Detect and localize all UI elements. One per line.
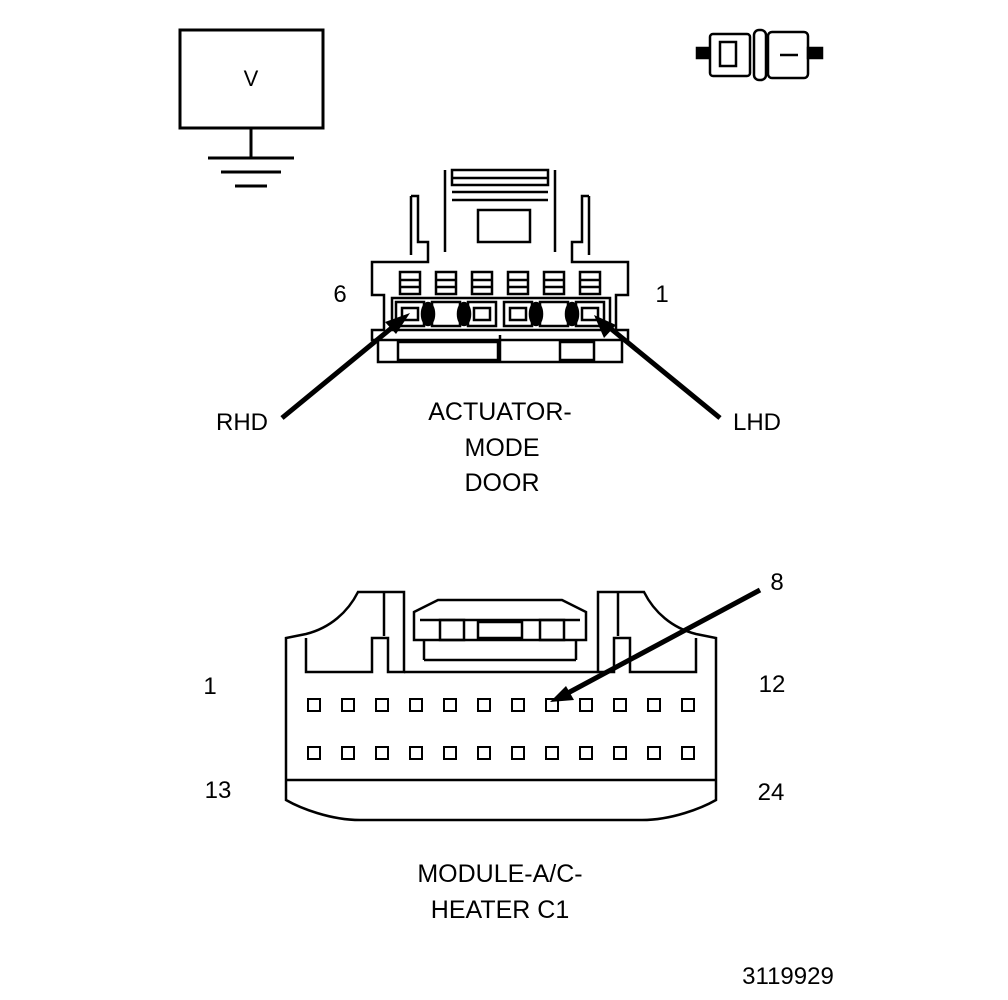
rhd-callout-arrow [280, 313, 410, 420]
actuator-connector [370, 168, 630, 364]
rhd-label: RHD [216, 409, 268, 436]
module-pin-24-label: 24 [758, 779, 785, 806]
lhd-callout-arrow [594, 315, 722, 420]
actuator-title-line-3: DOOR [465, 469, 540, 497]
connector-pair-icon [695, 28, 824, 82]
voltmeter-symbol: V [178, 28, 325, 188]
lhd-label: LHD [733, 409, 781, 436]
module-title: MODULE-A/C- HEATER C1 [417, 860, 582, 924]
module-title-line-1: MODULE-A/C- [417, 860, 582, 888]
ground-icon [208, 156, 294, 188]
actuator-pin-cavities [390, 296, 612, 332]
module-pin-12-label: 12 [759, 671, 786, 698]
figure-id: 3119929 [742, 963, 834, 990]
module-title-line-2: HEATER C1 [431, 896, 569, 924]
pin-8-callout-arrow [550, 587, 762, 702]
module-pin-cavities [307, 698, 695, 760]
actuator-pin-6-label: 6 [333, 281, 346, 308]
actuator-title-line-2: MODE [465, 434, 540, 462]
actuator-title: ACTUATOR- MODE DOOR [428, 398, 572, 497]
actuator-pin-1-label: 1 [655, 281, 668, 308]
actuator-title-line-1: ACTUATOR- [428, 398, 572, 426]
actuator-terminal-tops [398, 270, 602, 296]
module-connector [284, 590, 718, 822]
module-pin-13-label: 13 [205, 777, 232, 804]
pin-8-label: 8 [770, 569, 783, 596]
voltmeter-label: V [244, 66, 259, 91]
module-pin-1-label: 1 [203, 673, 216, 700]
